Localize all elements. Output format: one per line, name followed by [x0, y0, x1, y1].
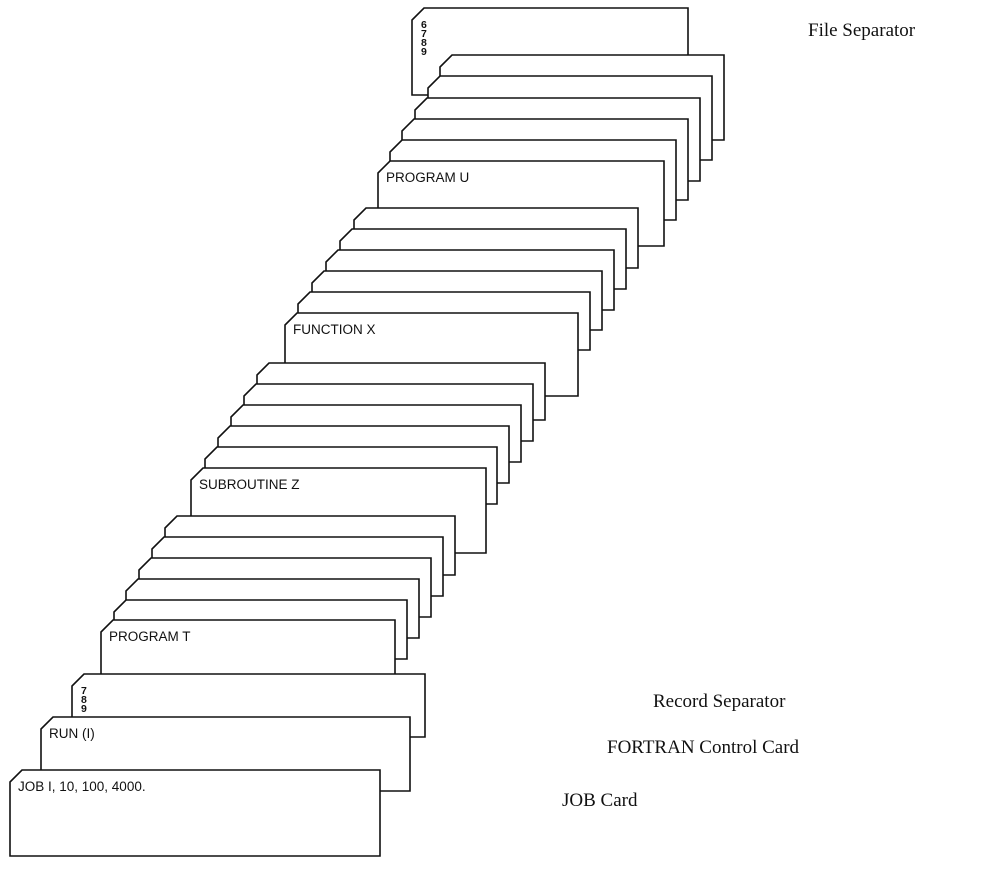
job-card-label: JOB Card [562, 790, 637, 812]
file-separator-label: File Separator [808, 20, 915, 42]
run-card-text: RUN (I) [49, 726, 95, 741]
subroutine-z-card-text: SUBROUTINE Z [199, 477, 300, 492]
function-x-card-text: FUNCTION X [293, 322, 376, 337]
job-card-text: JOB I, 10, 100, 4000. [18, 779, 146, 794]
punch-digit: 9 [421, 46, 427, 58]
record-separator-label: Record Separator [653, 691, 785, 713]
program-u-card-text: PROGRAM U [386, 170, 469, 185]
punch-digit: 9 [81, 703, 87, 715]
fortran-control-card-label: FORTRAN Control Card [607, 737, 799, 759]
program-t-card-text: PROGRAM T [109, 629, 191, 644]
job-card: JOB I, 10, 100, 4000. [10, 770, 380, 856]
